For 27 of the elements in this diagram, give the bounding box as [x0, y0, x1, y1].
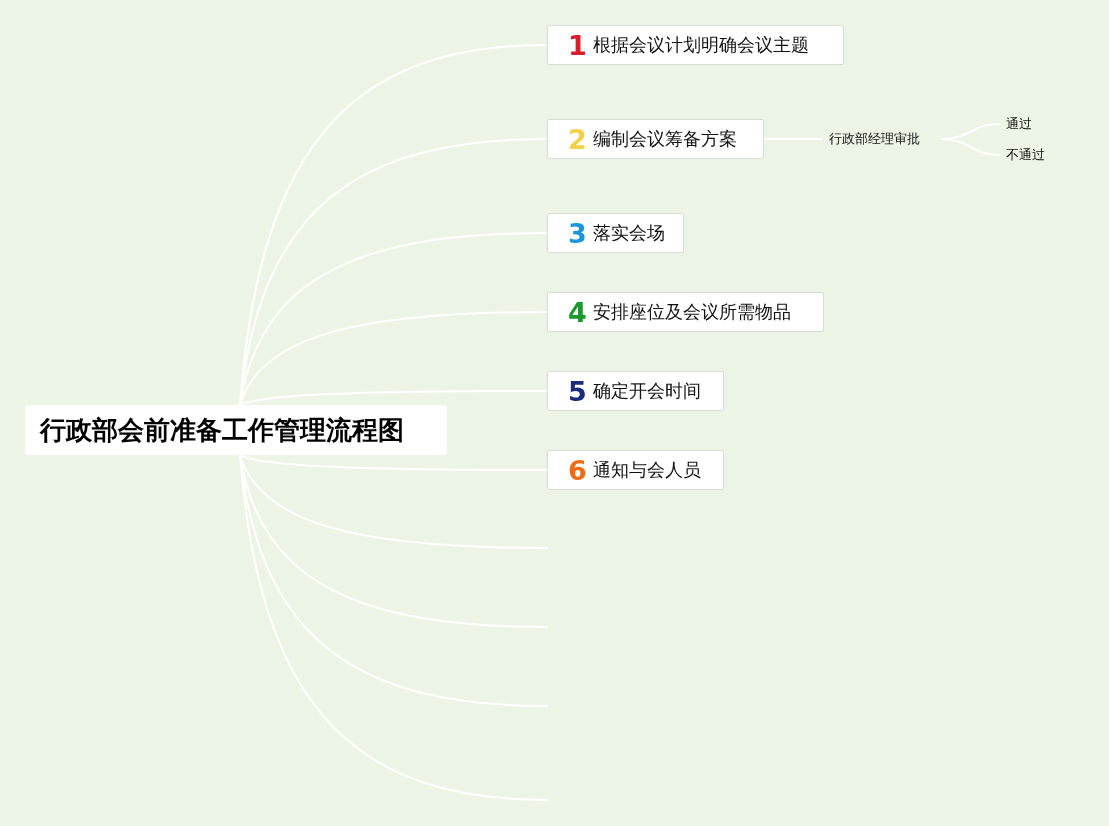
step-number: 1 [568, 31, 587, 59]
step-number: 3 [568, 219, 587, 247]
branch-text: 不通过 [1006, 146, 1050, 164]
step-box [547, 213, 684, 253]
step-box [547, 292, 824, 332]
step-box [547, 119, 764, 159]
step-box [547, 371, 724, 411]
step-box [547, 450, 724, 490]
branch-text: 行政部经理审批 [829, 130, 929, 148]
step-label: 落实会场 [592, 221, 665, 245]
step-label: 确定开会时间 [592, 379, 701, 403]
step-box [547, 25, 844, 65]
step-number: 4 [568, 298, 587, 326]
step-label: 通知与会人员 [592, 458, 701, 482]
root-topic-box [25, 405, 447, 455]
connector-line [239, 311, 548, 406]
root-topic-text: 行政部会前准备工作管理流程图 [40, 413, 404, 447]
connector-line [239, 454, 548, 471]
step-number: 5 [568, 377, 587, 405]
step-number: 2 [568, 125, 587, 153]
step-label: 安排座位及会议所需物品 [592, 300, 791, 324]
step-label: 编制会议筹备方案 [592, 127, 737, 151]
branch-text: 通过 [1006, 115, 1036, 133]
step-number: 6 [568, 456, 587, 484]
connector-line [239, 390, 548, 406]
connector-line [239, 454, 549, 549]
step-label: 根据会议计划明确会议主题 [592, 33, 809, 57]
